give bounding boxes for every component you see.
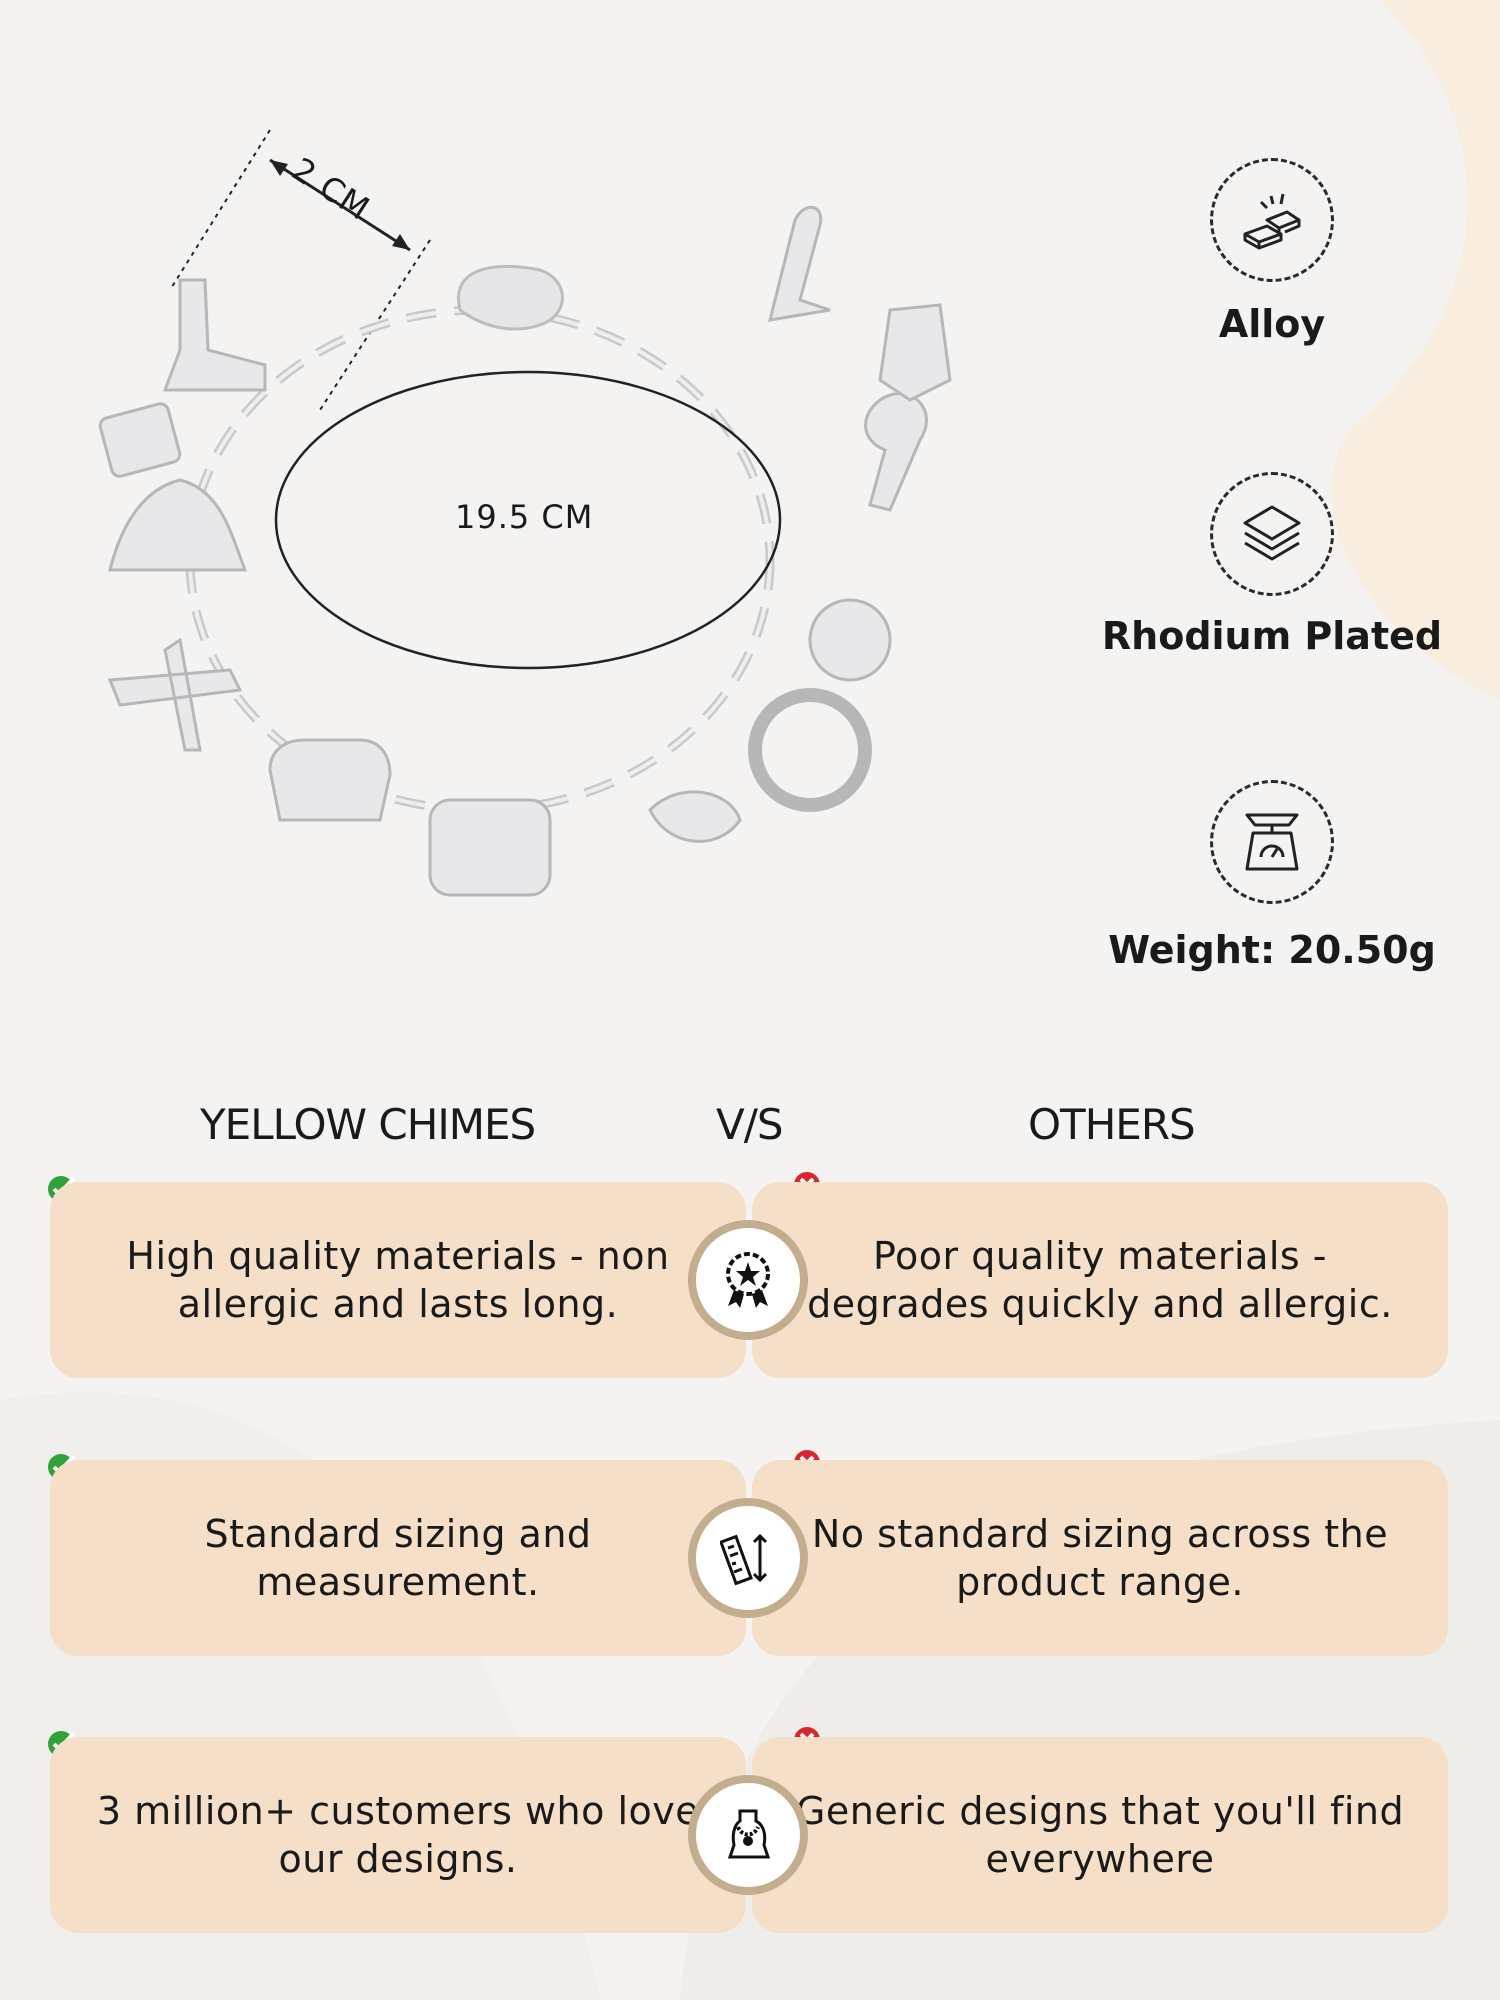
quality-badge-circle bbox=[688, 1220, 808, 1340]
quality-badge-icon bbox=[726, 1252, 770, 1308]
others-card-designs: Generic designs that you'll find everywh… bbox=[752, 1737, 1448, 1933]
brand-designs-text: 3 million+ customers who love our design… bbox=[96, 1789, 700, 1881]
others-designs-text: Generic designs that you'll find everywh… bbox=[795, 1789, 1405, 1881]
brand-card-designs: 3 million+ customers who love our design… bbox=[50, 1737, 746, 1933]
alloy-label: Alloy bbox=[1218, 302, 1326, 346]
layers-icon bbox=[1243, 505, 1301, 561]
brand-sizing-text: Standard sizing and measurement. bbox=[204, 1512, 592, 1604]
bracelet-illustration bbox=[98, 129, 952, 897]
others-sizing-text: No standard sizing across the product ra… bbox=[811, 1512, 1389, 1604]
weighing-scale-icon bbox=[1245, 813, 1299, 871]
brand-quality-text: High quality materials - non allergic an… bbox=[126, 1234, 670, 1326]
rhodium-feature-circle bbox=[1210, 472, 1334, 596]
ruler-circle bbox=[688, 1498, 808, 1618]
length-label: 19.5 CM bbox=[455, 498, 594, 536]
brand-heading: YELLOW CHIMES bbox=[200, 1100, 536, 1149]
weight-feature-circle bbox=[1210, 780, 1334, 904]
others-card-quality: Poor quality materials - degrades quickl… bbox=[752, 1182, 1448, 1378]
others-quality-text: Poor quality materials - degrades quickl… bbox=[807, 1234, 1393, 1326]
others-card-sizing: No standard sizing across the product ra… bbox=[752, 1460, 1448, 1656]
jewelry-bust-circle bbox=[688, 1775, 808, 1895]
brand-card-sizing: Standard sizing and measurement. bbox=[50, 1460, 746, 1656]
gold-bars-icon bbox=[1243, 193, 1301, 250]
ruler-icon bbox=[720, 1533, 768, 1586]
jewelry-bust-icon bbox=[727, 1809, 771, 1859]
weight-label: Weight: 20.50g bbox=[1108, 928, 1436, 972]
rhodium-label: Rhodium Plated bbox=[1101, 614, 1443, 658]
others-heading: OTHERS bbox=[1028, 1100, 1196, 1149]
brand-card-quality: High quality materials - non allergic an… bbox=[50, 1182, 746, 1378]
alloy-feature-circle bbox=[1210, 158, 1334, 282]
vs-heading: V/S bbox=[716, 1100, 784, 1149]
